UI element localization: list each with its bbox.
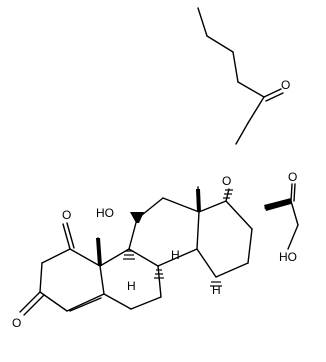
h9-label: H — [127, 279, 136, 293]
side-chain-ketone-oxygen-label: O — [288, 170, 297, 184]
terminal-hydroxyl-label: HO — [279, 250, 297, 264]
stereo-bonds — [96, 189, 291, 266]
ester-carbonyl-oxygen-label: O — [281, 78, 290, 92]
c1-ketone-oxygen-label: O — [62, 208, 71, 222]
bond-lines — [19, 7, 299, 316]
atom-labels: O O O HO HO O O H H H — [12, 78, 297, 330]
hatched-bonds — [123, 189, 233, 287]
h8-label: H — [171, 248, 180, 262]
ester-oxygen-label: O — [222, 174, 231, 188]
c11-hydroxyl-label: HO — [96, 206, 114, 220]
h14-label: H — [212, 283, 221, 297]
c3-ketone-oxygen-label: O — [12, 316, 21, 330]
